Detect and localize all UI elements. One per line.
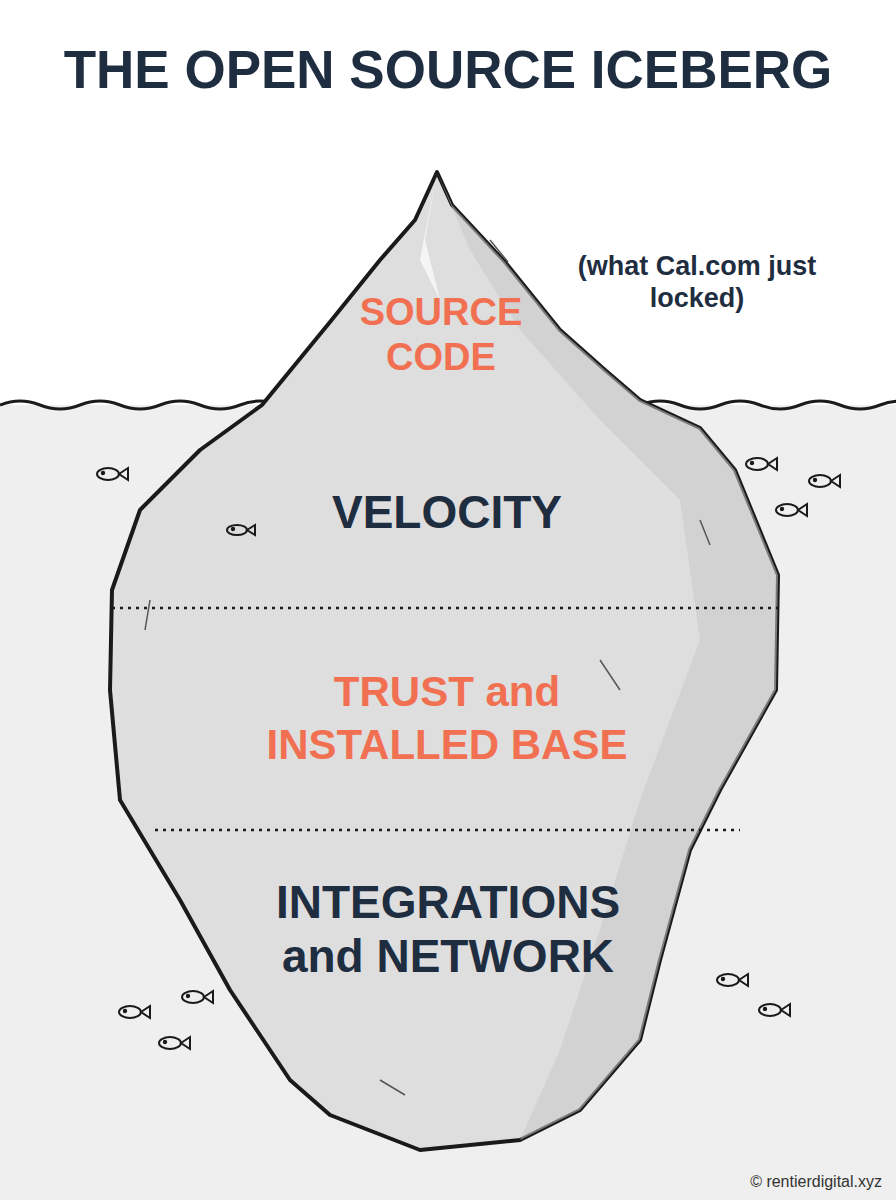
iceberg-band: SOURCE CODE	[360, 290, 523, 380]
ice-cracks	[145, 240, 710, 1095]
iceberg-outline	[110, 172, 778, 1150]
watermark: © rentierdigital.xyz	[600, 1172, 882, 1191]
band-label: INTEGRATIONS and NETWORK	[276, 876, 620, 984]
iceberg-band: VELOCITY	[332, 485, 562, 540]
band-label: TRUST and INSTALLED BASE	[247, 666, 647, 772]
diagram-title: THE OPEN SOURCE ICEBERG	[0, 38, 896, 102]
band-divider	[155, 829, 740, 832]
iceberg-band: TRUST and INSTALLED BASE	[247, 666, 647, 772]
band-label: SOURCE CODE	[360, 290, 523, 380]
fish-school	[97, 458, 840, 1049]
peak-highlight	[420, 172, 440, 300]
band-divider	[112, 607, 778, 610]
callout-note: (what Cal.com just locked)	[577, 250, 817, 315]
iceberg-band: INTEGRATIONS and NETWORK	[276, 876, 620, 984]
band-label: VELOCITY	[332, 485, 562, 540]
